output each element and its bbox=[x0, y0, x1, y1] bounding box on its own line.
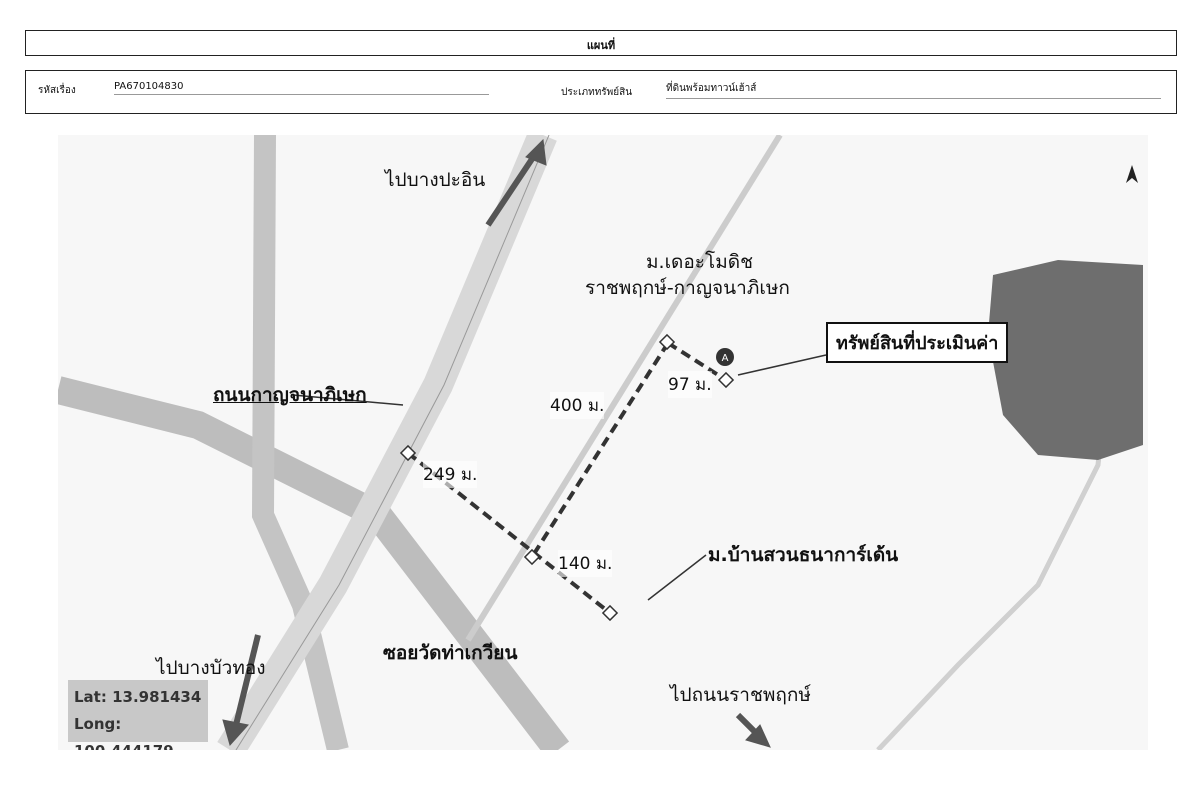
north-arrow-icon bbox=[1126, 165, 1138, 183]
longitude: Long: 100.444179 bbox=[74, 715, 174, 750]
latitude: Lat: 13.981434 bbox=[74, 688, 202, 706]
label-asset: ทรัพย์สินที่ประเมินค่า bbox=[826, 322, 1009, 363]
direction-arrows bbox=[222, 138, 771, 748]
label-village-modish-2: ราชพฤกษ์-กาญจนาภิเษก bbox=[585, 277, 790, 299]
pointer-village bbox=[647, 554, 707, 601]
thin-road bbox=[465, 135, 783, 642]
label-soi-wat-tha-kwian: ซอยวัดท่าเกวียน bbox=[383, 642, 518, 664]
lake bbox=[988, 260, 1143, 460]
highway bbox=[217, 135, 557, 750]
label-village-modish-1: ม.เดอะโมดิช bbox=[646, 251, 753, 273]
page-title: แผนที่ bbox=[586, 39, 616, 52]
label-to-bang-bua-thong: ไปบางบัวทอง bbox=[156, 657, 266, 679]
distance-140: 140 ม. bbox=[558, 550, 613, 577]
info-box: รหัสเรื่อง PA670104830 ประเภททรัพย์สิน ท… bbox=[25, 70, 1177, 114]
case-id-label: รหัสเรื่อง bbox=[38, 85, 76, 96]
map-graphics: A bbox=[58, 135, 1143, 750]
coordinates-box: Lat: 13.981434 Long: 100.444179 bbox=[68, 680, 208, 750]
highway-lines bbox=[235, 135, 550, 750]
vertical-road bbox=[251, 135, 349, 750]
distance-249: 249 ม. bbox=[423, 461, 478, 488]
pointer-asset bbox=[737, 354, 827, 376]
pointer-road bbox=[292, 394, 404, 406]
label-kanchanaphisek-road: ถนนกาญจนาภิเษก bbox=[213, 384, 367, 406]
map[interactable]: A ไปบางปะอิน ไปบางบัวทอง ไปถนนราชพฤกษ์ ถ… bbox=[58, 135, 1148, 750]
label-to-bang-pa-in: ไปบางปะอิน bbox=[385, 169, 486, 191]
wide-road bbox=[58, 376, 570, 750]
case-id-value: PA670104830 bbox=[114, 81, 489, 95]
route-3 bbox=[406, 451, 612, 615]
distance-400: 400 ม. bbox=[550, 392, 605, 419]
asset-type-value: ที่ดินพร้อมทาวน์เฮ้าส์ bbox=[666, 81, 1161, 99]
asset-type-label: ประเภททรัพย์สิน bbox=[561, 87, 633, 98]
label-to-ratchaphruek: ไปถนนราชพฤกษ์ bbox=[670, 684, 811, 706]
location-marker-icon bbox=[716, 348, 734, 366]
distance-97: 97 ม. bbox=[668, 371, 712, 398]
label-village-suan-thana: ม.บ้านสวนธนาการ์เด้น bbox=[708, 544, 899, 566]
marker-letter: A bbox=[722, 353, 729, 364]
title-box: แผนที่ bbox=[25, 30, 1177, 56]
route-1 bbox=[666, 341, 728, 382]
route-2 bbox=[530, 341, 670, 559]
